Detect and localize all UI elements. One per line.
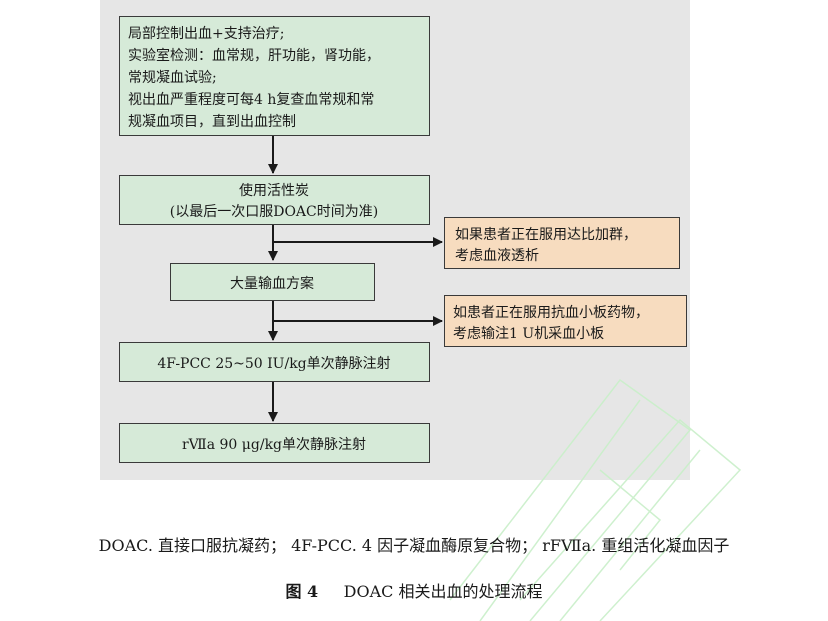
figure-caption: 图 4 DOAC 相关出血的处理流程 [0, 578, 828, 602]
pcc-label: 4F-PCC 25~50 IU/kg单次静脉注射 [157, 356, 391, 372]
box-4f-pcc: 4F-PCC 25~50 IU/kg单次静脉注射 [119, 342, 430, 382]
box-massive-transfusion: 大量输血方案 [170, 263, 375, 301]
initial-line-3: 常规凝血试验; [128, 70, 217, 86]
dabigatran-line-1: 如果患者正在服用达比加群， [455, 227, 637, 243]
initial-line-5: 规凝血项目，直到出血控制 [128, 114, 296, 130]
initial-line-4: 视出血严重程度可每4 h复查血常规和常 [128, 92, 375, 108]
transfusion-label: 大量输血方案 [230, 276, 314, 292]
antiplatelet-line-1: 如患者正在服用抗血小板药物， [453, 305, 649, 321]
figure-spacer [323, 582, 338, 601]
box-dabigatran-note: 如果患者正在服用达比加群， 考虑血液透析 [444, 217, 680, 269]
abbreviations-note: DOAC. 直接口服抗凝药； 4F-PCC. 4 因子凝血酶原复合物； rFⅦa… [98, 536, 730, 555]
box-antiplatelet-note: 如患者正在服用抗血小板药物， 考虑输注1 U机采血小板 [444, 295, 687, 347]
dabigatran-line-2: 考虑血液透析 [455, 248, 539, 264]
charcoal-line-2: (以最后一次口服DOAC时间为准) [169, 204, 379, 220]
rfviia-label: rⅦa 90 μg/kg单次静脉注射 [181, 437, 367, 453]
antiplatelet-line-2: 考虑输注1 U机采血小板 [453, 326, 605, 342]
box-rfviia: rⅦa 90 μg/kg单次静脉注射 [119, 423, 430, 463]
initial-line-1: 局部控制出血+支持治疗; [128, 26, 285, 42]
initial-line-2: 实验室检测：血常规，肝功能，肾功能， [128, 48, 380, 64]
charcoal-line-1: 使用活性炭 [239, 183, 309, 199]
box-activated-charcoal: 使用活性炭 (以最后一次口服DOAC时间为准) [119, 175, 430, 225]
figure-title: DOAC 相关出血的处理流程 [343, 582, 543, 601]
box-initial-management: 局部控制出血+支持治疗; 实验室检测：血常规，肝功能，肾功能， 常规凝血试验; … [119, 16, 430, 136]
figure-label: 图 4 [285, 582, 319, 601]
